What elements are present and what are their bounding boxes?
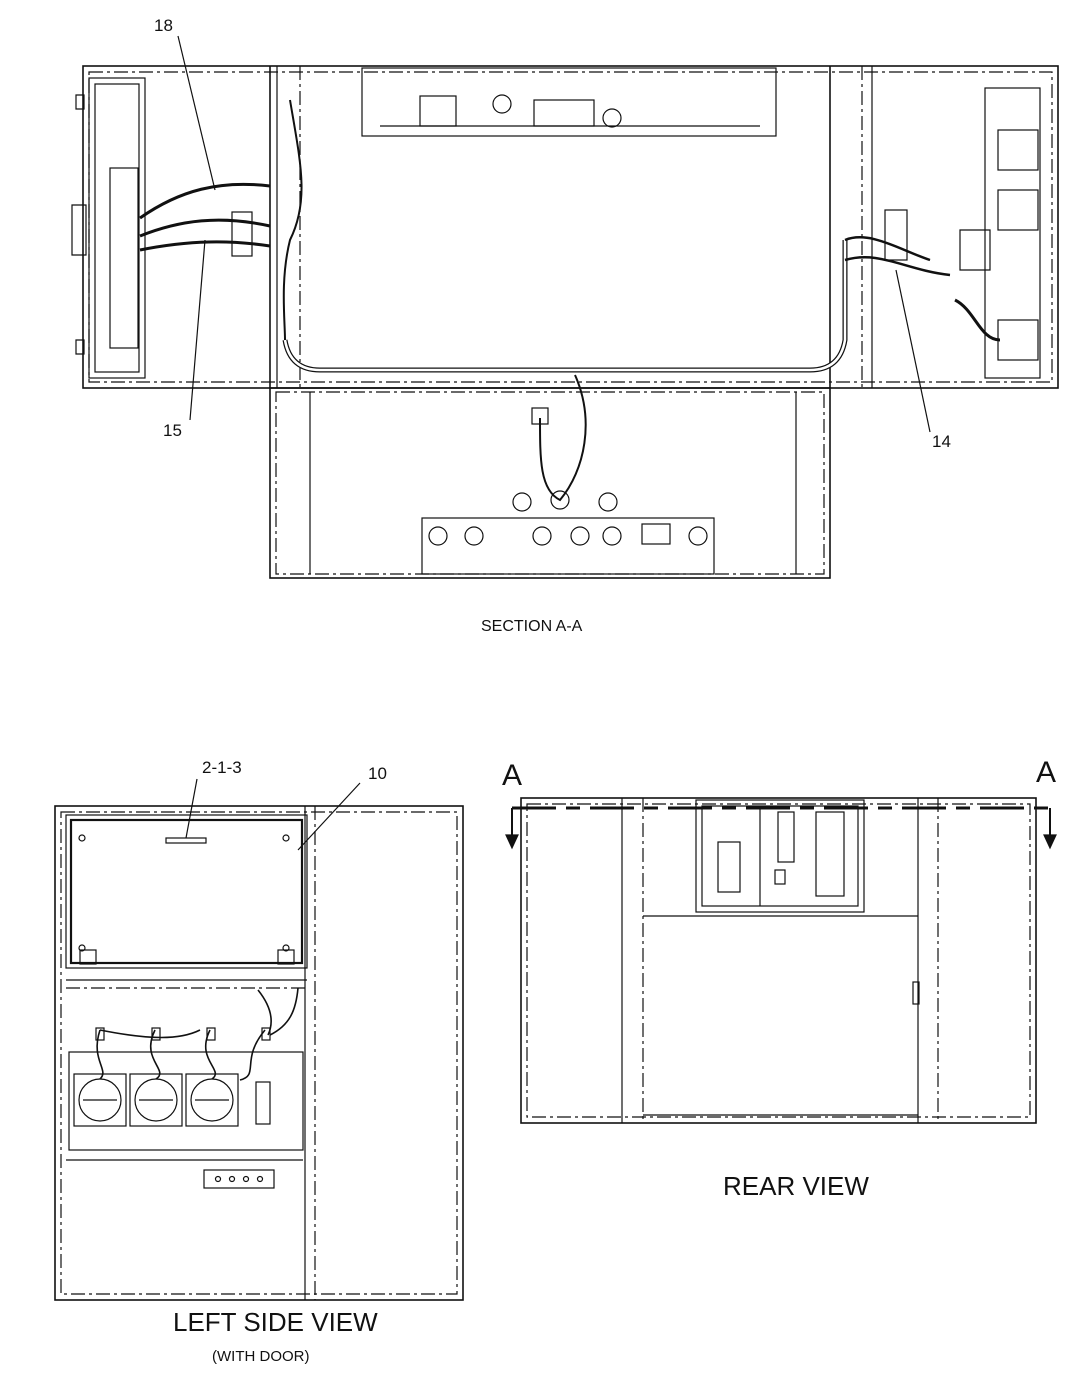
callout-10: 10 [368,764,387,783]
rear-view-title: REAR VIEW [723,1171,869,1201]
section-a-a-drawing [71,35,1059,579]
section-marker-left: A [502,759,523,792]
callout-2-1-3: 2-1-3 [202,758,242,777]
leader-15 [189,239,206,421]
leader-10 [297,782,361,851]
left-side-view-drawing [54,778,464,1301]
callout-15: 15 [163,421,182,440]
leader-14 [895,269,931,433]
section-a-a-title: SECTION A-A [481,618,583,635]
callout-14: 14 [932,432,951,451]
callout-18: 18 [154,16,173,35]
section-marker-right: A [1036,756,1057,789]
rear-view-drawing [505,797,1057,1124]
left-side-view-note: (WITH DOOR) [212,1348,310,1365]
left-side-view-title: LEFT SIDE VIEW [173,1307,378,1337]
leader-18 [177,35,216,191]
leader-2-1-3 [185,778,198,839]
